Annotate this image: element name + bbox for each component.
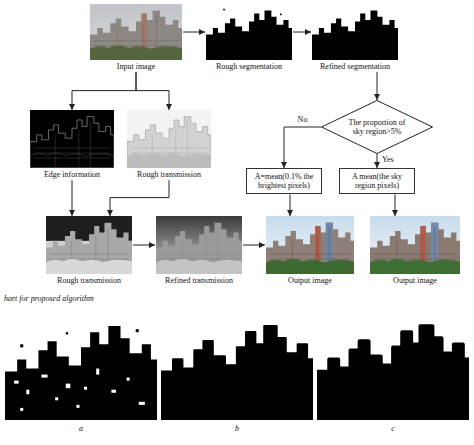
node-text: A mean(the sky region pixels) <box>342 172 412 190</box>
panel-letter: c <box>390 425 396 434</box>
image-caption: Rough transmission <box>127 170 211 179</box>
edge-map <box>30 110 114 168</box>
image-slot <box>46 216 132 276</box>
process-box: A=mean(0.1% the brightest pixels) <box>246 168 322 194</box>
edge-label: No <box>297 116 309 125</box>
process-box: A mean(the sky region pixels) <box>339 168 415 194</box>
segmentation-mask <box>206 4 292 60</box>
image-slot <box>127 110 211 170</box>
image-node: Refined segmentation <box>312 4 398 71</box>
flow-arrow <box>72 72 136 110</box>
panel-letter: a <box>78 425 84 434</box>
flow-arrow <box>377 154 378 168</box>
diamond-shape <box>322 101 433 154</box>
figure-caption: hart for proposed algorithm <box>3 295 95 304</box>
flow-arrow <box>290 194 291 216</box>
flow-arrow <box>183 32 205 33</box>
flow-arrow <box>243 245 265 246</box>
image-slot <box>370 216 460 276</box>
image-caption: Output image <box>370 276 460 285</box>
image-caption: Edge information <box>30 170 114 179</box>
panel-letter: b <box>234 425 240 434</box>
flow-arrow <box>377 72 378 100</box>
image-caption: Rough transmission <box>46 276 132 285</box>
flow-arrow <box>110 180 169 216</box>
transmission-map <box>46 216 132 274</box>
output-photo <box>266 216 354 274</box>
image-node: Output image <box>370 216 460 285</box>
mask-result <box>161 314 313 420</box>
flow-arrow <box>284 127 321 168</box>
transmission-map <box>127 110 211 168</box>
image-caption: Refined segmentation <box>312 62 398 71</box>
input-photo <box>90 4 182 60</box>
node-text: The proportion of sky region>5% <box>347 118 407 136</box>
flow-arrow <box>136 72 169 110</box>
node-text: A=mean(0.1% the brightest pixels) <box>249 172 319 190</box>
decision-diamond: The proportion of sky region>5% <box>321 100 433 154</box>
image-node: Rough transmission <box>46 216 132 285</box>
image-node: Input image <box>90 4 182 71</box>
image-caption: Output image <box>266 276 354 285</box>
image-caption: Input image <box>90 62 182 71</box>
image-slot <box>312 4 398 62</box>
image-slot <box>206 4 292 62</box>
image-caption: Rough segmentation <box>206 62 292 71</box>
flow-arrow <box>133 245 155 246</box>
image-slot <box>266 216 354 276</box>
mask-result <box>317 314 469 420</box>
segmentation-mask <box>312 4 398 60</box>
image-node: Refined transmission <box>156 216 242 285</box>
image-node: Rough segmentation <box>206 4 292 71</box>
image-node: Output image <box>266 216 354 285</box>
image-slot <box>156 216 242 276</box>
image-slot <box>30 110 114 170</box>
image-slot <box>90 4 182 62</box>
image-caption: Refined transmission <box>156 276 242 285</box>
mask-result <box>5 314 157 420</box>
image-node: Rough transmission <box>127 110 211 179</box>
output-photo <box>370 216 460 274</box>
transmission-map <box>156 216 242 274</box>
edge-label: Yes <box>381 156 395 165</box>
flow-arrow <box>72 180 73 216</box>
flow-arrow <box>293 32 311 33</box>
image-node: Edge information <box>30 110 114 179</box>
flow-arrow <box>395 194 396 216</box>
